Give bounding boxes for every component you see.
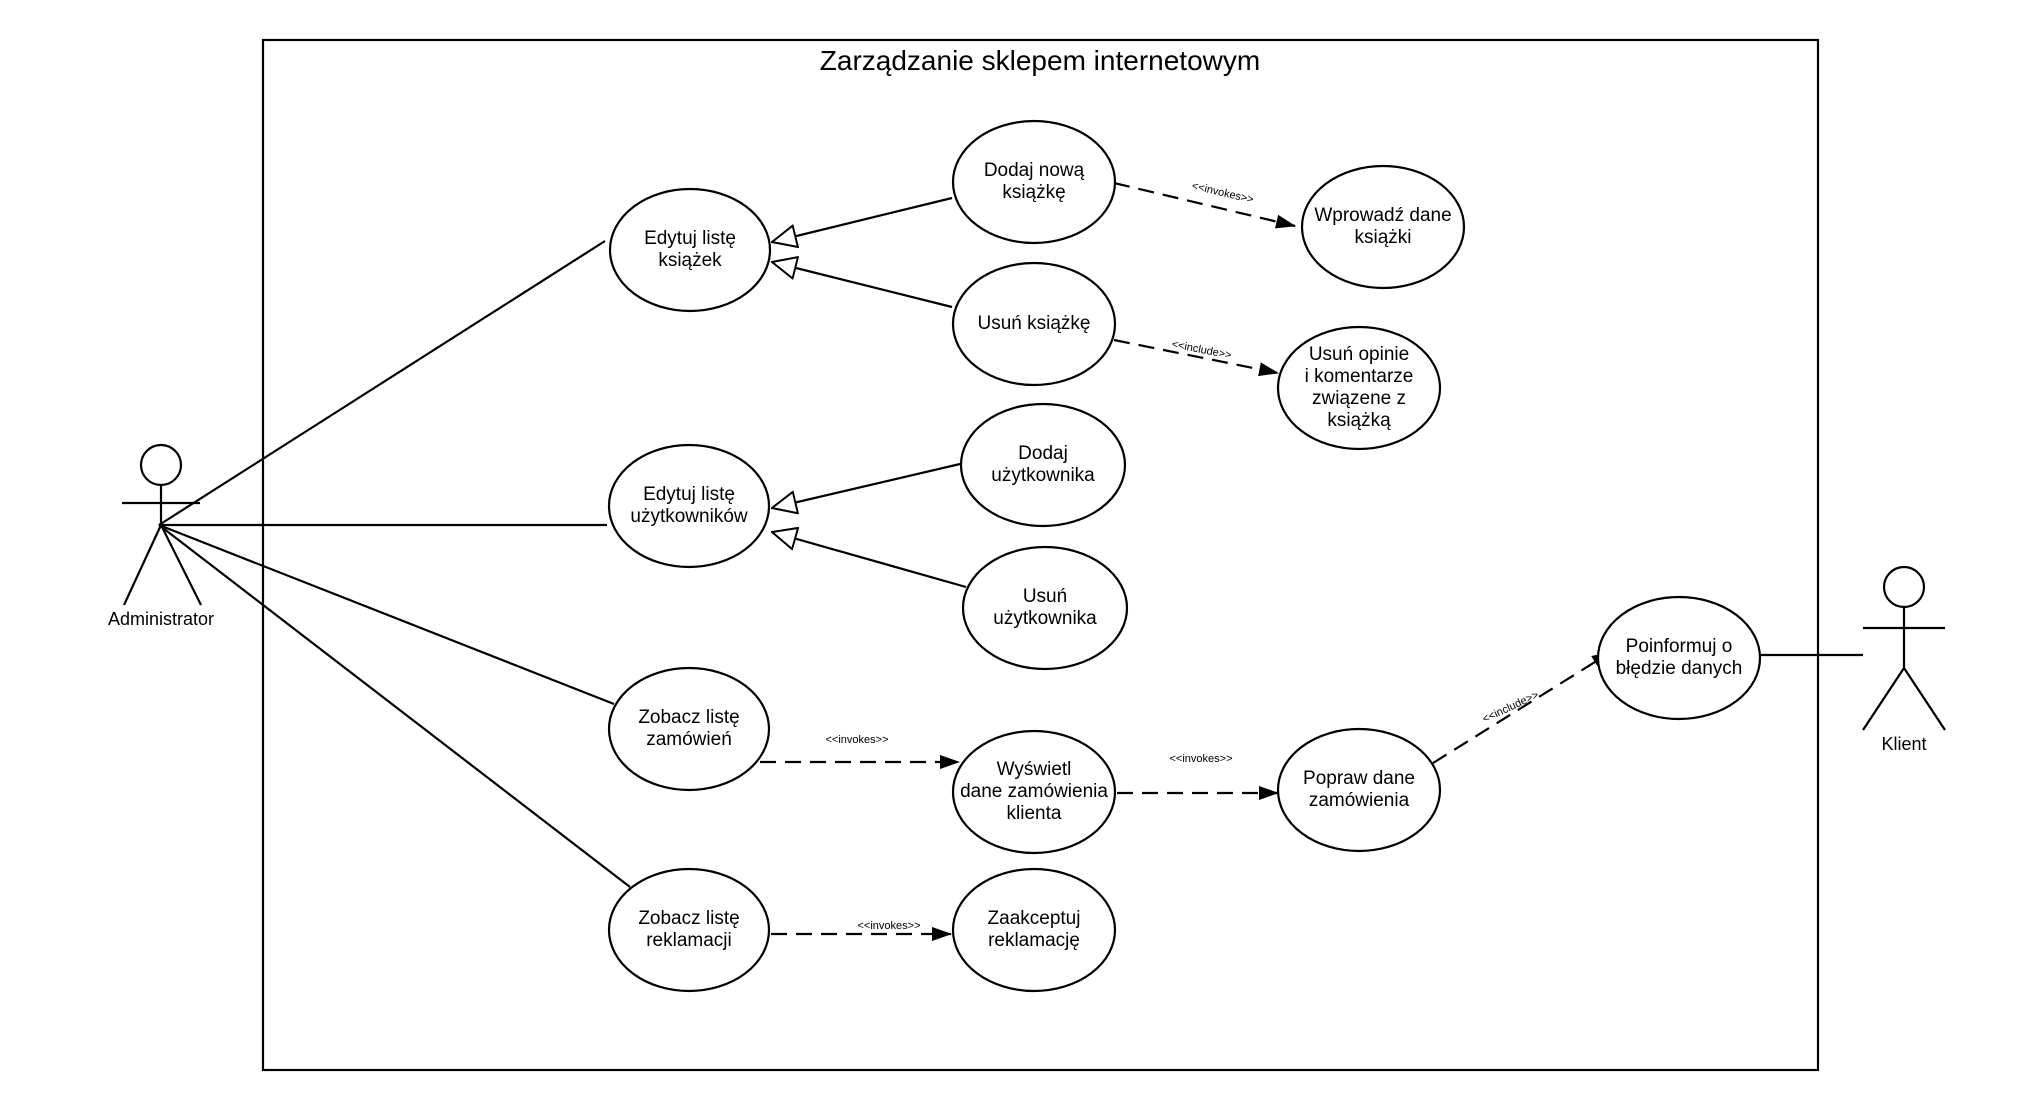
gen-remove-book [772, 262, 953, 309]
actor-klient[interactable]: Klient [1862, 565, 1946, 754]
use-case-label-line: klienta [1007, 803, 1062, 824]
use-case-ellipse [607, 443, 771, 569]
use-case-label-line: zamówień [646, 729, 732, 750]
use-case-label-line: Zobacz listę [638, 908, 739, 929]
use-case-label-line: Popraw dane [1303, 768, 1415, 789]
use-case-label-line: Zobacz listę [638, 707, 739, 728]
use-case-ellipse [951, 867, 1117, 993]
use-case-label-line: Dodaj [1018, 443, 1068, 464]
use-case-label-line: książkę [1002, 182, 1065, 203]
use-case-ellipse [608, 187, 772, 313]
use-case-label-line: Edytuj listę [643, 484, 735, 505]
use-case-label-line: Zaakceptuj [988, 908, 1081, 929]
actor-admin-label: Administrator [108, 609, 214, 629]
use-case-label-line: dane zamówienia [960, 781, 1108, 802]
dep-fix-notify [1432, 651, 1612, 764]
actor-admin-head [139, 443, 183, 487]
actor-client-leg-right [1903, 667, 1946, 731]
use-case-label-line: Edytuj listę [644, 228, 736, 249]
generalizations [772, 196, 967, 589]
use-case-label-line: zamówienia [1309, 790, 1410, 811]
use-case-label-line: Dodaj nową [984, 160, 1085, 181]
use-case-ellipse [1276, 727, 1442, 853]
use-case-ellipse [961, 545, 1129, 671]
stereo-invokes-2: <<invokes>> [826, 734, 889, 746]
use-case-label-line: reklamacji [646, 930, 732, 951]
use-case-label-line: Usuń [1023, 586, 1067, 607]
use-case-ellipse [607, 666, 771, 792]
use-case-label-line: Usuń książkę [978, 313, 1091, 334]
use-case-label-line: Poinformuj o [1626, 636, 1733, 657]
actor-client-leg-left [1862, 667, 1905, 731]
actor-administrator[interactable]: Administrator [108, 443, 214, 629]
use-case-ellipse [1276, 325, 1442, 451]
admin-associations [158, 240, 631, 888]
use-case-label-line: błędzie danych [1616, 658, 1743, 679]
assoc-admin-view-complaints [158, 524, 631, 888]
use-case-ellipse [1300, 164, 1466, 290]
dep-add-book-enter-data [1113, 181, 1296, 229]
use-case-label-line: książki [1354, 227, 1411, 248]
use-case-ellipse [951, 729, 1117, 855]
system-boundary [261, 38, 1820, 1072]
use-case-label-line: Wyświetl [997, 759, 1072, 780]
gen-add-user [772, 462, 961, 508]
stereo-include-2: <<include>> [1481, 689, 1541, 725]
actor-admin-leg-right [160, 524, 202, 606]
stereo-invokes-3: <<invokes>> [1170, 753, 1233, 765]
use-case-label-line: związene z [1312, 388, 1406, 409]
use-case-label-line: reklamację [988, 930, 1080, 951]
use-case-ellipse [951, 261, 1117, 387]
use-case-label-line: i komentarze [1305, 366, 1414, 387]
use-case-ellipse [951, 119, 1117, 245]
gen-add-book [772, 196, 953, 242]
use-case-remove-book[interactable]: Usuń książkę [951, 261, 1117, 387]
use-case-label-line: książką [1327, 410, 1391, 431]
dep-remove-book-reviews [1113, 338, 1279, 377]
stereo-invokes-4: <<invokes>> [858, 920, 921, 932]
dependencies: <<invokes>> <<include>> <<invokes>> <<in… [760, 180, 1612, 941]
use-case-label-line: książek [658, 250, 722, 271]
assoc-admin-view-orders [158, 523, 615, 706]
use-case-label-line: użytkowników [630, 506, 747, 527]
gen-remove-user [772, 532, 967, 589]
use-case-label-line: Usuń opinie [1309, 344, 1409, 365]
use-case-ellipse [959, 402, 1127, 528]
use-case-label-line: Wprowadź dane [1314, 205, 1451, 226]
assoc-admin-edit-books [158, 240, 606, 526]
use-case-label-line: użytkownika [993, 608, 1097, 629]
system-title: Zarządzanie sklepem internetowym [820, 45, 1260, 76]
use-case-label-line: użytkownika [991, 465, 1095, 486]
actor-client-label: Klient [1881, 734, 1926, 754]
actor-client-head [1882, 565, 1926, 609]
use-case-ellipse [607, 867, 771, 993]
stereo-invokes-1: <<invokes>> [1191, 180, 1255, 206]
actor-admin-leg-left [123, 524, 162, 606]
use-case-ellipse [1596, 595, 1762, 721]
